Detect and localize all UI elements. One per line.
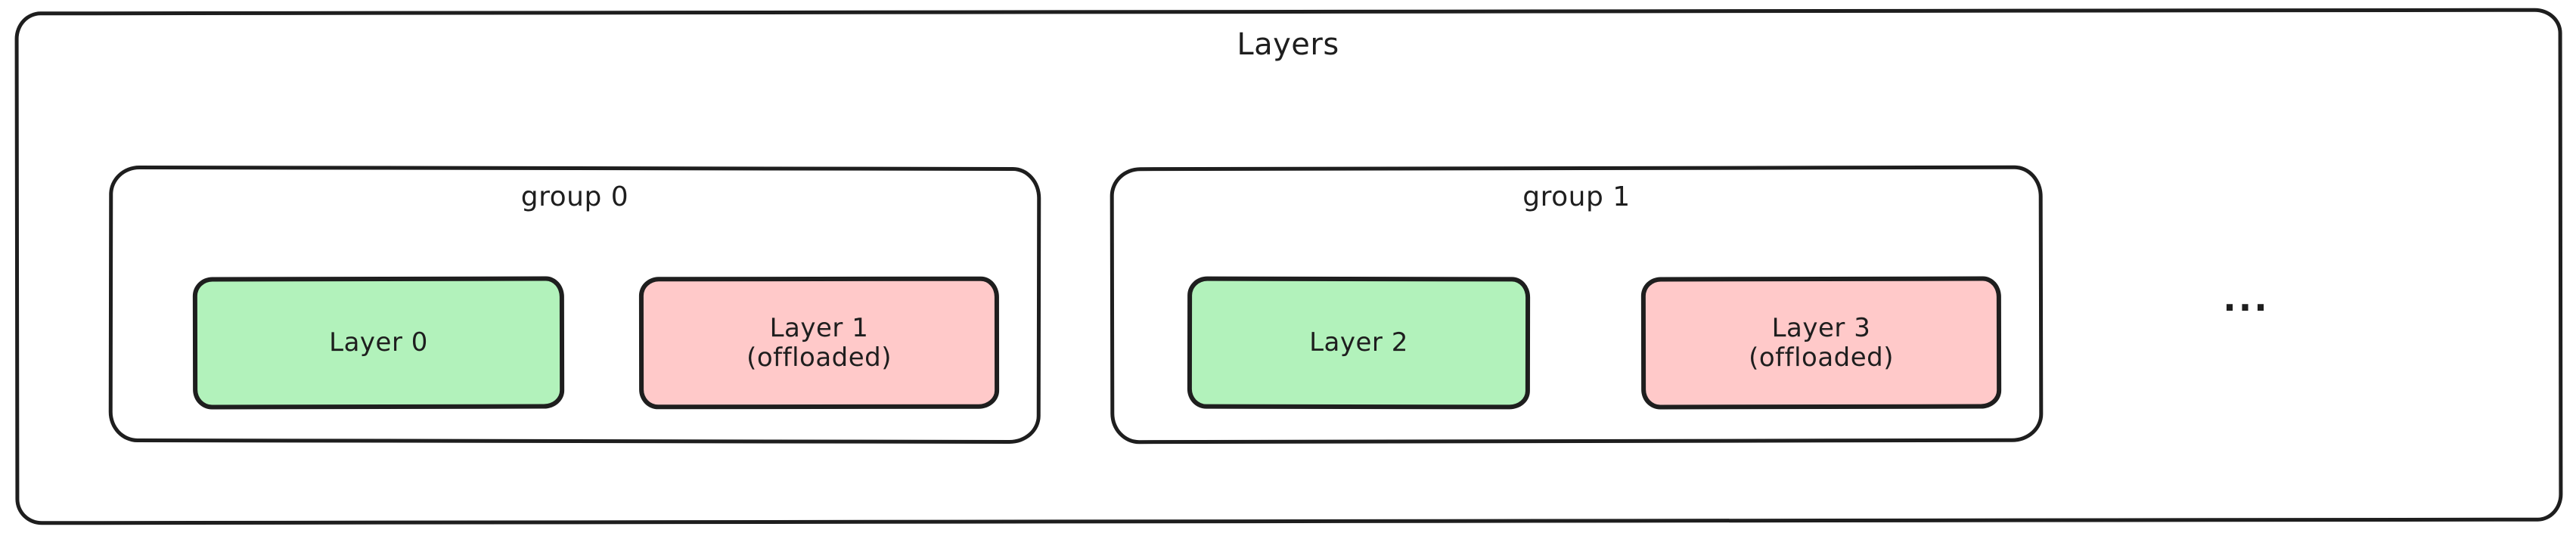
layer-label-0: Layer 0 — [329, 327, 428, 358]
continuation-ellipsis: ... — [2223, 278, 2270, 319]
layer-label-3: Layer 3 (offloaded) — [1749, 313, 1895, 373]
layer-label-2: Layer 2 — [1309, 327, 1408, 358]
layer-box-0[interactable]: Layer 0 — [192, 276, 565, 410]
group-label-1: group 1 — [1522, 181, 1631, 212]
layer-box-2[interactable]: Layer 2 — [1187, 276, 1531, 410]
layer-label-1: Layer 1 (offloaded) — [746, 313, 892, 373]
group-label-0: group 0 — [520, 181, 629, 212]
diagram-title: Layers — [1237, 27, 1339, 62]
layer-box-1[interactable]: Layer 1 (offloaded) — [638, 276, 1000, 410]
layer-box-3[interactable]: Layer 3 (offloaded) — [1640, 276, 2002, 410]
